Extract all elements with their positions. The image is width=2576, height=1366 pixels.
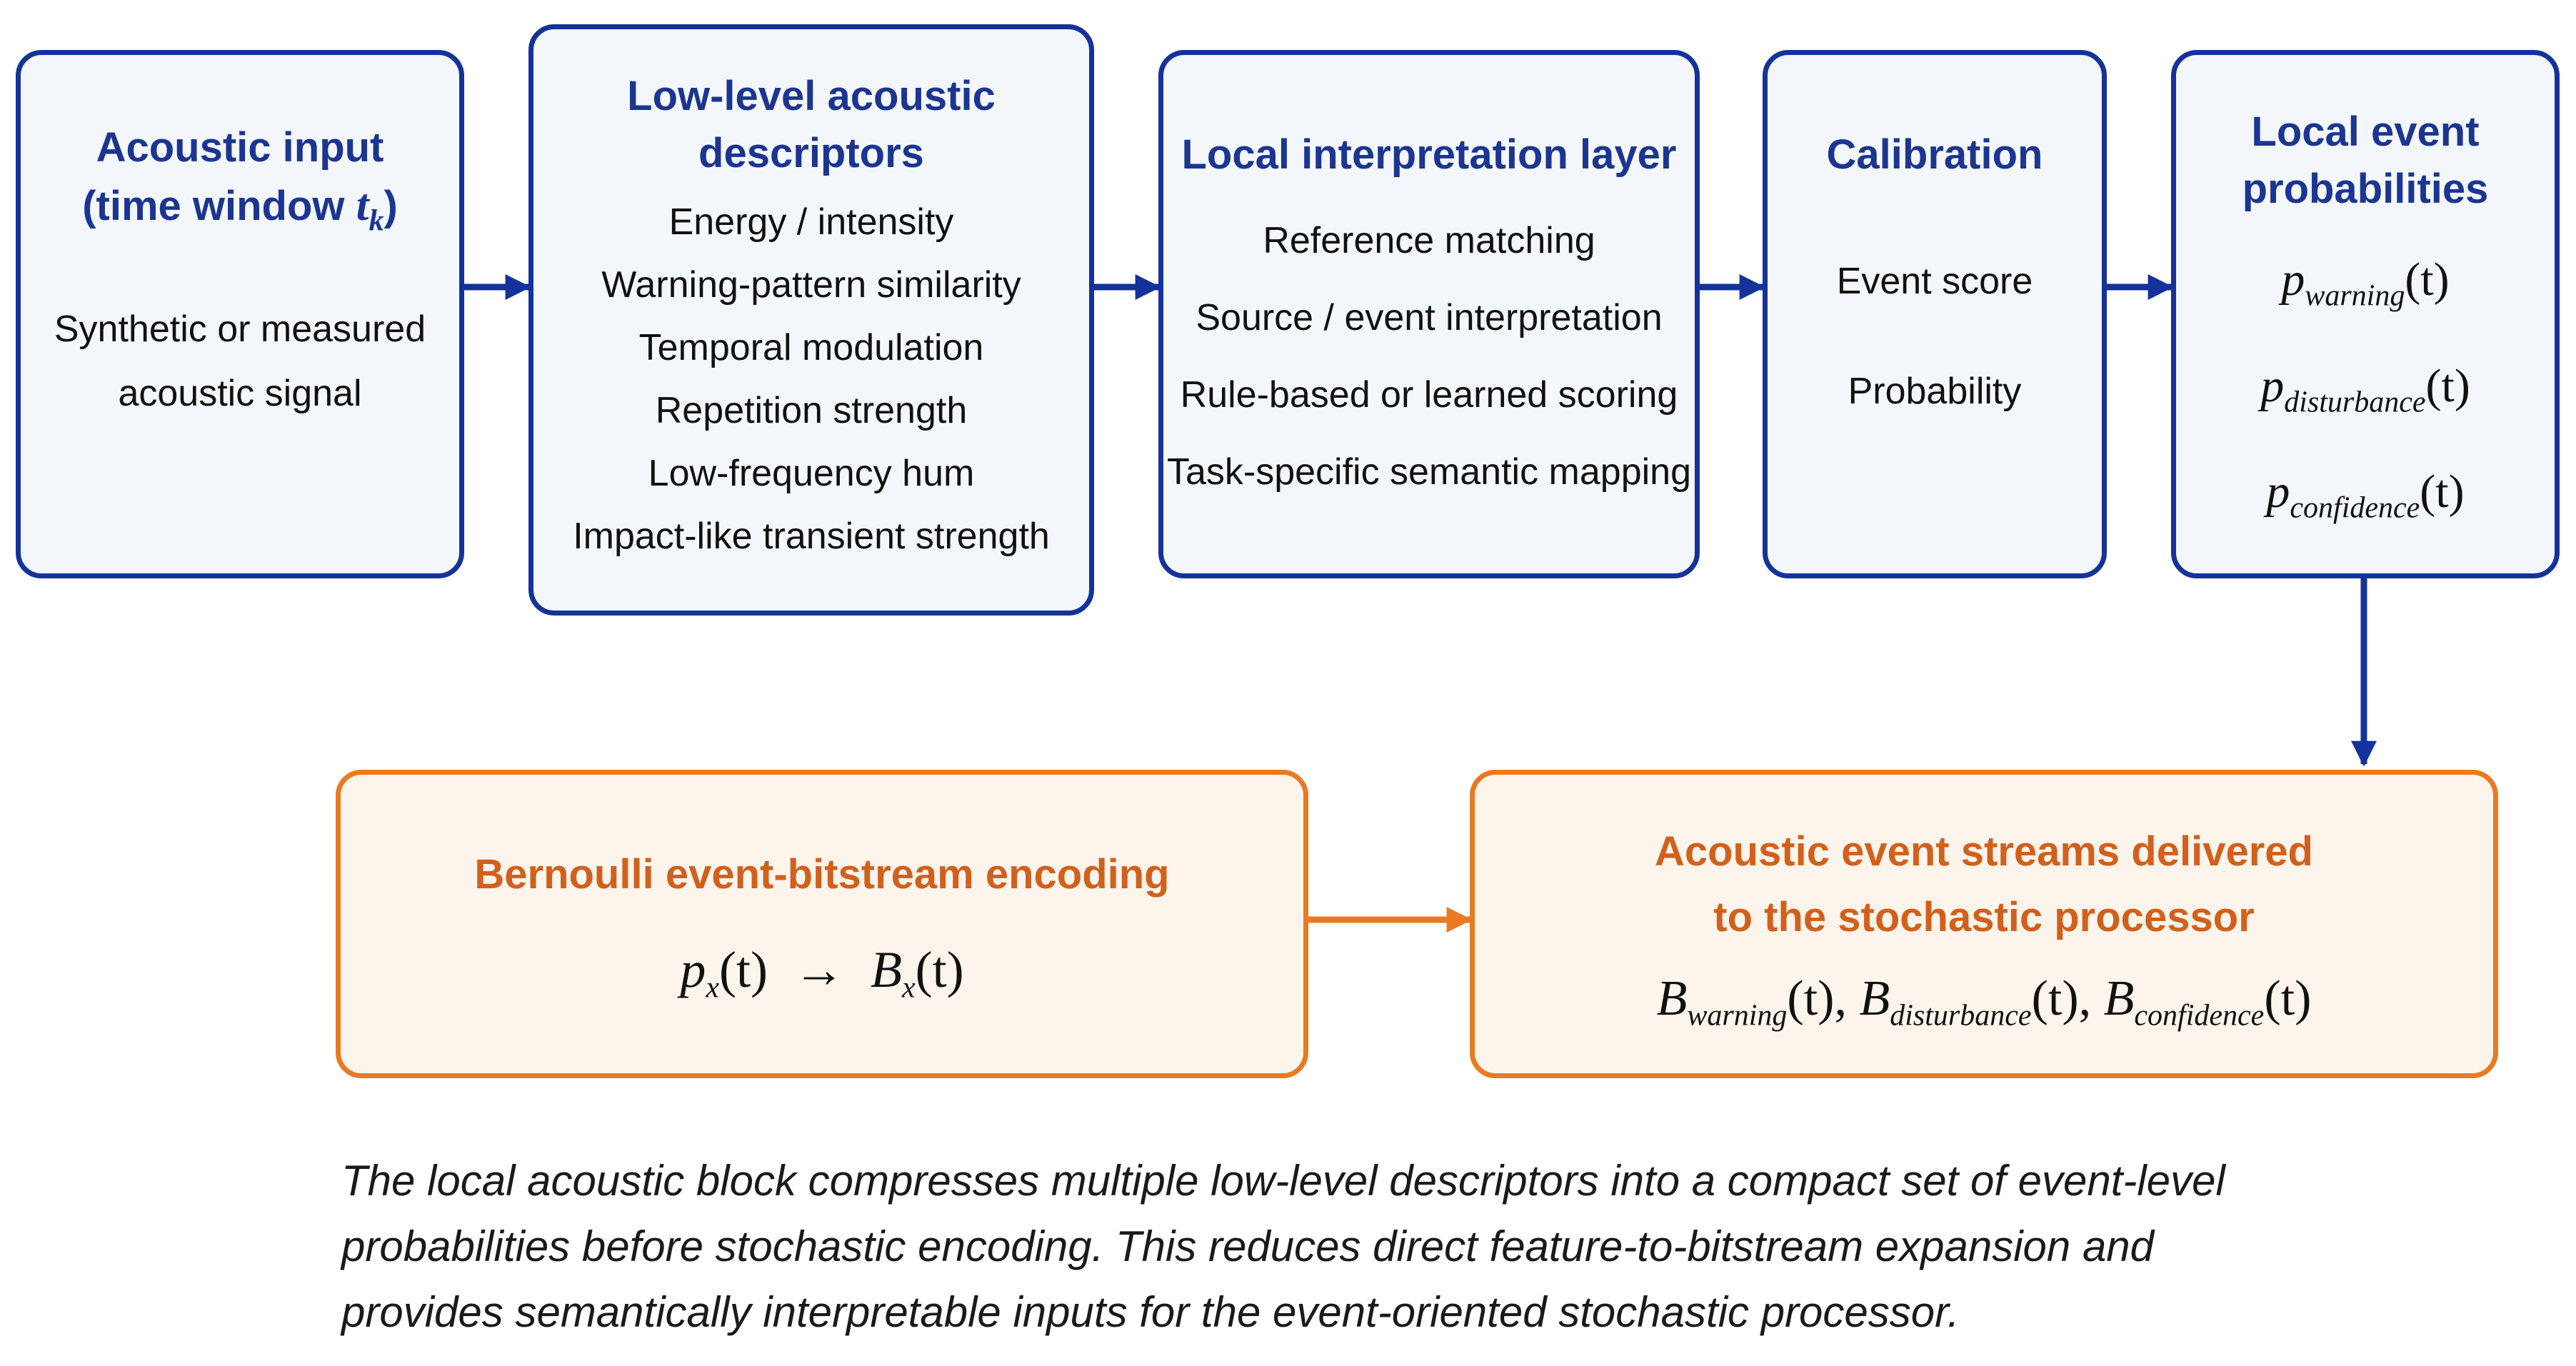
interpretation-item: Rule-based or learned scoring: [1180, 374, 1678, 416]
caption-line: The local acoustic block compresses mult…: [341, 1157, 2225, 1205]
figure-caption: The local acoustic block compresses mult…: [341, 1148, 2484, 1345]
prob-disturbance: pdisturbance(t): [2260, 359, 2470, 419]
caption-line: provides semantically interpretable inpu…: [341, 1288, 1960, 1336]
encoding-formula: px(t) → Bx(t): [680, 941, 964, 1005]
prob-warning: pwarning(t): [2281, 253, 2450, 313]
interpretation-item: Reference matching: [1263, 220, 1595, 261]
descriptor-item: Energy / intensity: [668, 201, 954, 243]
descriptors-box: Low-level acoustic descriptors Energy / …: [528, 24, 1094, 616]
calibration-box: Calibration Event score Probability: [1763, 50, 2107, 578]
descriptor-item: Low-frequency hum: [648, 453, 975, 494]
descriptor-item: Warning-pattern similarity: [601, 264, 1021, 306]
streams-title: Acoustic event streams delivered to the …: [1655, 828, 2313, 940]
encoding-title: Bernoulli event-bitstream encoding: [474, 851, 1170, 898]
descriptors-title: Low-level acoustic descriptors: [627, 73, 996, 176]
probabilities-title: Local event probabilities: [2242, 109, 2489, 212]
interpretation-list: Reference matching Source / event interp…: [1167, 202, 1691, 511]
probabilities-list: pwarning(t) pdisturbance(t) pconfidence(…: [2260, 235, 2470, 553]
probabilities-box: Local event probabilities pwarning(t) pd…: [2171, 50, 2560, 578]
streams-formula: Bwarning(t), Bdisturbance(t), Bconfidenc…: [1656, 971, 2312, 1033]
interpretation-item: Source / event interpretation: [1196, 297, 1663, 338]
descriptors-list: Energy / intensity Warning-pattern simil…: [573, 191, 1050, 568]
interpretation-item: Task-specific semantic mapping: [1166, 451, 1692, 493]
prob-confidence: pconfidence(t): [2266, 466, 2465, 526]
calibration-item: Probability: [1848, 371, 2022, 412]
descriptor-item: Temporal modulation: [638, 327, 984, 368]
acoustic-input-box: Acoustic input (time window tk) Syntheti…: [16, 50, 464, 578]
acoustic-input-title: Acoustic input (time window tk): [82, 124, 398, 238]
acoustic-input-body: Synthetic or measured acoustic signal: [54, 308, 426, 414]
streams-box: Acoustic event streams delivered to the …: [1470, 770, 2498, 1078]
descriptor-item: Impact-like transient strength: [573, 516, 1050, 557]
caption-line: probabilities before stochastic encoding…: [341, 1222, 2155, 1270]
encoding-box: Bernoulli event-bitstream encoding px(t)…: [336, 770, 1308, 1078]
descriptor-item: Repetition strength: [655, 390, 968, 431]
calibration-list: Event score Probability: [1837, 226, 2033, 446]
interpretation-title: Local interpretation layer: [1181, 131, 1677, 178]
calibration-item: Event score: [1836, 261, 2033, 302]
calibration-title: Calibration: [1826, 131, 2043, 178]
interpretation-box: Local interpretation layer Reference mat…: [1158, 50, 1700, 578]
